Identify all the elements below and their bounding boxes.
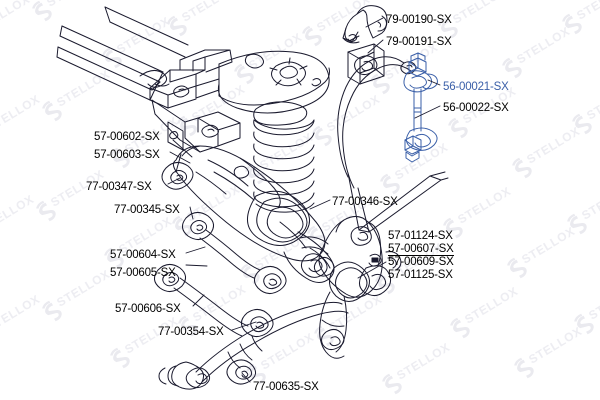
part-label-79-00191-sx: 79-00191-SX <box>386 36 452 48</box>
part-label-57-00606-sx: 57-00606-SX <box>115 303 181 315</box>
part-label-57-00602-sx: 57-00602-SX <box>94 131 160 143</box>
part-label-77-00345-sx: 77-00345-SX <box>114 204 180 216</box>
leader-lines <box>167 17 441 383</box>
stabilizer-bar <box>337 56 449 233</box>
toe-link-arm <box>182 212 287 294</box>
part-label-77-00354-sx: 77-00354-SX <box>158 326 224 338</box>
part-label-57-00604-sx: 57-00604-SX <box>110 249 176 261</box>
part-label-77-00635-sx: 77-00635-SX <box>253 381 319 393</box>
lower-control-arm <box>161 145 335 283</box>
upper-link-arm <box>154 264 274 337</box>
label-group-divider <box>388 255 454 257</box>
coil-spring <box>253 101 315 213</box>
part-label-57-00607-sx: 57-00607-SX <box>388 242 454 255</box>
part-label-77-00346-sx: 77-00346-SX <box>332 196 398 208</box>
part-label-57-00609-sx: 57-00609-SX <box>388 256 454 269</box>
subframe-rail-group <box>56 6 189 101</box>
part-label-57-01125-sx: 57-01125-SX <box>388 268 453 281</box>
part-label-57-01124-sx: 57-01124-SX <box>388 230 453 242</box>
part-label-79-00190-sx: 79-00190-SX <box>386 14 452 26</box>
part-label-77-00347-sx: 77-00347-SX <box>86 181 152 193</box>
part-label-56-00021-sx: 56-00021-SX <box>443 81 509 93</box>
steering-knuckle <box>299 216 402 359</box>
part-label-56-00022-sx: 56-00022-SX <box>443 102 509 114</box>
subframe-mount-plate <box>217 50 330 114</box>
stabilizer-link <box>403 52 438 163</box>
stabilizer-bar-bracket <box>342 5 388 44</box>
part-label-57-00605-sx: 57-00605-SX <box>110 267 176 279</box>
subframe-center-block <box>139 49 233 109</box>
part-label-57-00603-sx: 57-00603-SX <box>94 149 160 161</box>
trailing-arm <box>158 301 349 390</box>
